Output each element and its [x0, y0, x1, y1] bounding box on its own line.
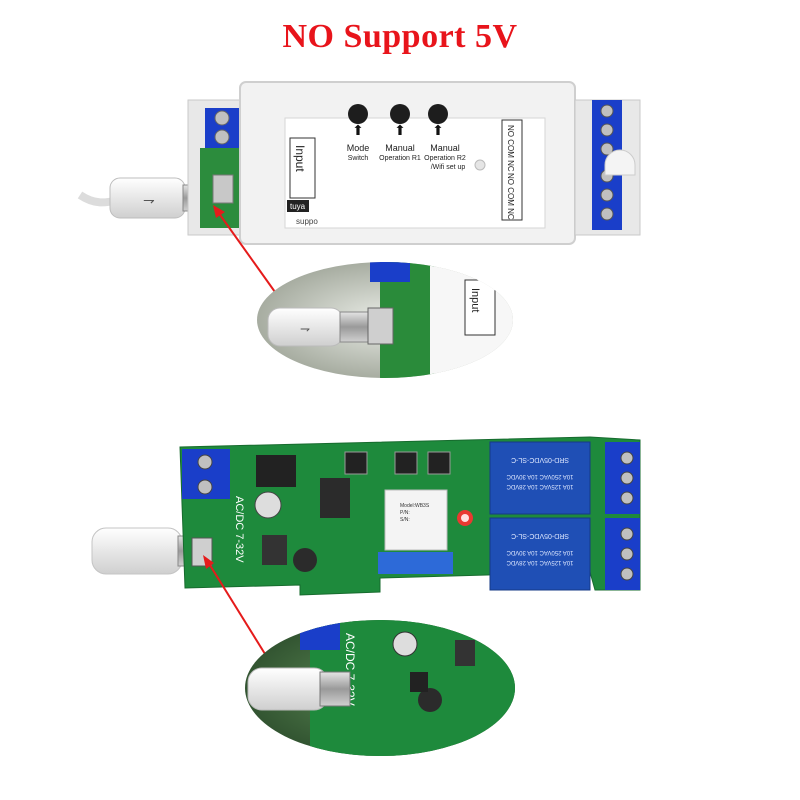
relay-label-1: NO COM NC — [506, 125, 515, 172]
voltage-label: AC/DC 7-32V — [233, 496, 245, 563]
module-sn: S/N: — [400, 517, 410, 523]
zoom-usb-closeup-bottom: AC/DC 7-32V — [245, 620, 515, 756]
manual-r2-button — [428, 104, 448, 124]
relay-1-model: SRD-05VDC-SL-C — [511, 456, 569, 463]
arrow-up-icon: ⬆ — [352, 122, 364, 138]
inductor — [293, 548, 317, 572]
relay-2 — [489, 517, 591, 591]
mode-button — [348, 104, 368, 124]
pointer-arrow — [213, 205, 276, 293]
mode-label: Mode — [347, 143, 370, 153]
page-title: NO Support 5V — [282, 18, 518, 55]
relay-2-rating-1: 10A 250VAC 10A 30VDC — [506, 549, 574, 555]
wifi-module — [384, 489, 448, 551]
zoom-usb-closeup-top: Input ⇁ — [257, 262, 513, 378]
arrow-up-icon: ⬆ — [394, 122, 406, 138]
manual-r1-label: Manual — [385, 143, 415, 153]
micro-usb-port — [212, 174, 234, 204]
input-label: Input — [293, 145, 307, 172]
brand-logo: tuya — [290, 202, 306, 211]
enclosure-device: ⇁ ⬆ ⬆ ⬆ Mode Switch Manual Operation R1 … — [77, 81, 641, 245]
relay-1-rating-2: 10A 125VAC 10A 28VDC — [506, 483, 574, 489]
arrow-up-icon: ⬆ — [432, 122, 444, 138]
relay-2-model: SRD-05VDC-SL-C — [511, 532, 569, 539]
usb-cable-plug — [247, 667, 329, 711]
manual-r2-sub-label-2: /Wifi set up — [431, 164, 466, 171]
module-pn: P/N: — [400, 510, 410, 516]
tactile-button — [394, 451, 418, 475]
tactile-button — [427, 451, 451, 475]
manual-r1-sub-label: Operation R1 — [379, 155, 421, 162]
mode-sub-label: Switch — [348, 155, 369, 162]
relay-2-rating-2: 10A 125VAC 10A 28VDC — [506, 559, 574, 565]
usb-icon: ⇁ — [300, 322, 310, 336]
relay-1 — [489, 441, 591, 515]
capacitor — [254, 491, 282, 519]
pcb-board: Model:WB3S P/N: S/N: SRD-05VDC-SL-C 10A … — [91, 436, 641, 596]
brand-sub: suppo — [296, 217, 318, 226]
module-model: Model:WB3S — [400, 503, 430, 509]
usb-cable-plug — [91, 527, 183, 575]
manual-r2-label: Manual — [430, 143, 460, 153]
zoom-input-label: Input — [469, 288, 481, 312]
relay-label-2: NO COM NC — [506, 173, 515, 220]
status-led — [474, 159, 486, 171]
antenna — [378, 552, 453, 574]
pointer-arrow — [203, 555, 271, 663]
micro-usb-port — [319, 671, 351, 707]
inductor — [418, 688, 442, 712]
capacitor — [392, 631, 418, 657]
usb-icon: ⇁ — [143, 192, 155, 208]
manual-r2-sub-label: Operation R2 — [424, 155, 466, 162]
manual-r1-button — [390, 104, 410, 124]
tactile-button — [344, 451, 368, 475]
micro-usb-port — [367, 307, 394, 345]
relay-1-rating-1: 10A 250VAC 10A 30VDC — [506, 473, 574, 479]
